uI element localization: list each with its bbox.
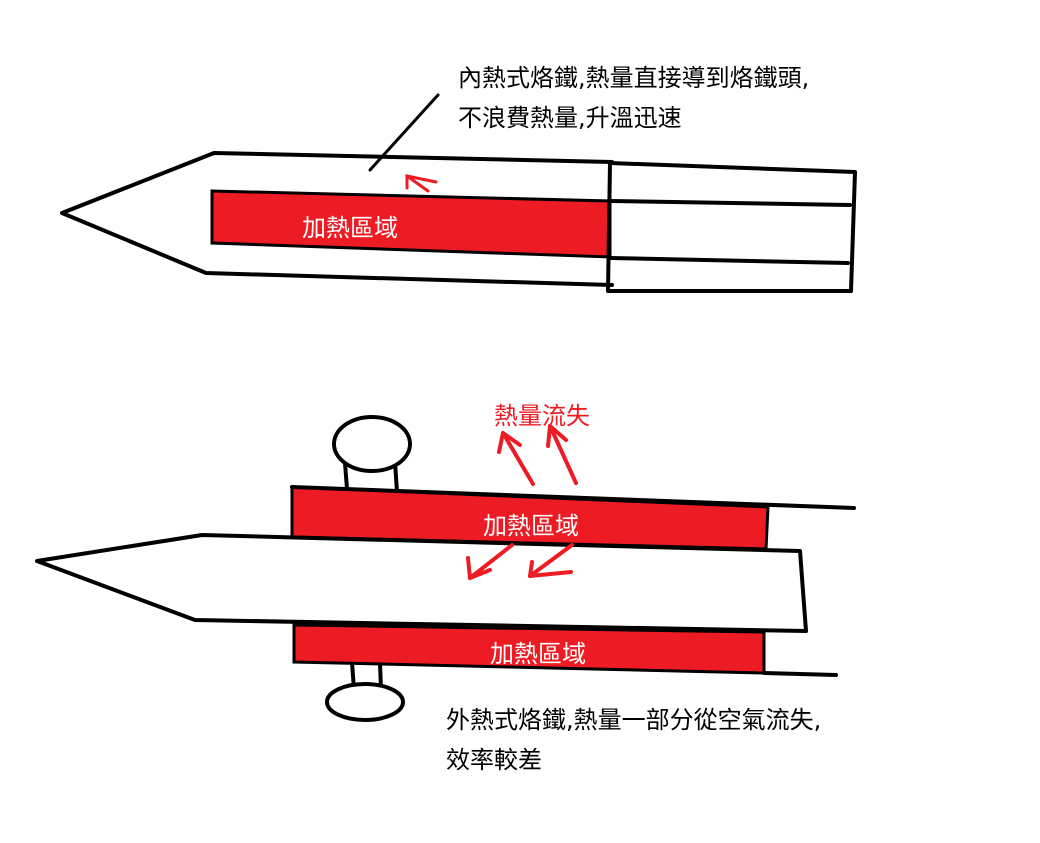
internal-iron-tip-outline xyxy=(60,151,614,287)
internal-iron-handle-line-top xyxy=(608,199,852,207)
internal-iron-heating-zone xyxy=(210,189,612,259)
external-iron-caption-line-2: 效率較差 xyxy=(446,746,542,774)
heat-transfer-arrows xyxy=(466,543,574,580)
external-iron xyxy=(35,415,856,722)
external-iron-heating-zone-top-label: 加熱區域 xyxy=(483,512,579,540)
external-iron-heating-zone-bottom-label: 加熱區域 xyxy=(490,640,586,668)
external-iron-tube-top xyxy=(290,485,856,510)
external-iron-tip xyxy=(35,533,808,633)
external-iron-mount-top xyxy=(332,415,412,493)
heat-loss-label: 熱量流失 xyxy=(494,402,590,430)
internal-iron-handle xyxy=(608,161,857,293)
external-iron-mount-bottom xyxy=(325,661,405,722)
internal-iron-caption: 內熱式烙鐵,熱量直接導到烙鐵頭, 不浪費熱量,升溫迅速 xyxy=(458,58,809,138)
internal-iron-caption-line-2: 不浪費熱量,升溫迅速 xyxy=(458,104,682,132)
internal-iron-handle-line-bottom xyxy=(608,256,850,265)
internal-iron-heating-zone-label: 加熱區域 xyxy=(302,214,398,242)
external-iron-caption: 外熱式烙鐵,熱量一部分從空氣流失, 效率較差 xyxy=(446,700,821,780)
external-iron-tube-bottom xyxy=(762,671,838,677)
internal-iron xyxy=(60,93,857,293)
internal-iron-pointer-line xyxy=(368,93,440,172)
external-iron-caption-line-1: 外熱式烙鐵,熱量一部分從空氣流失, xyxy=(446,706,822,734)
internal-iron-divider xyxy=(606,161,612,293)
internal-iron-caption-line-1: 內熱式烙鐵,熱量直接導到烙鐵頭, xyxy=(458,64,810,92)
internal-heat-arrow xyxy=(405,174,438,193)
heat-loss-arrows xyxy=(497,424,578,486)
